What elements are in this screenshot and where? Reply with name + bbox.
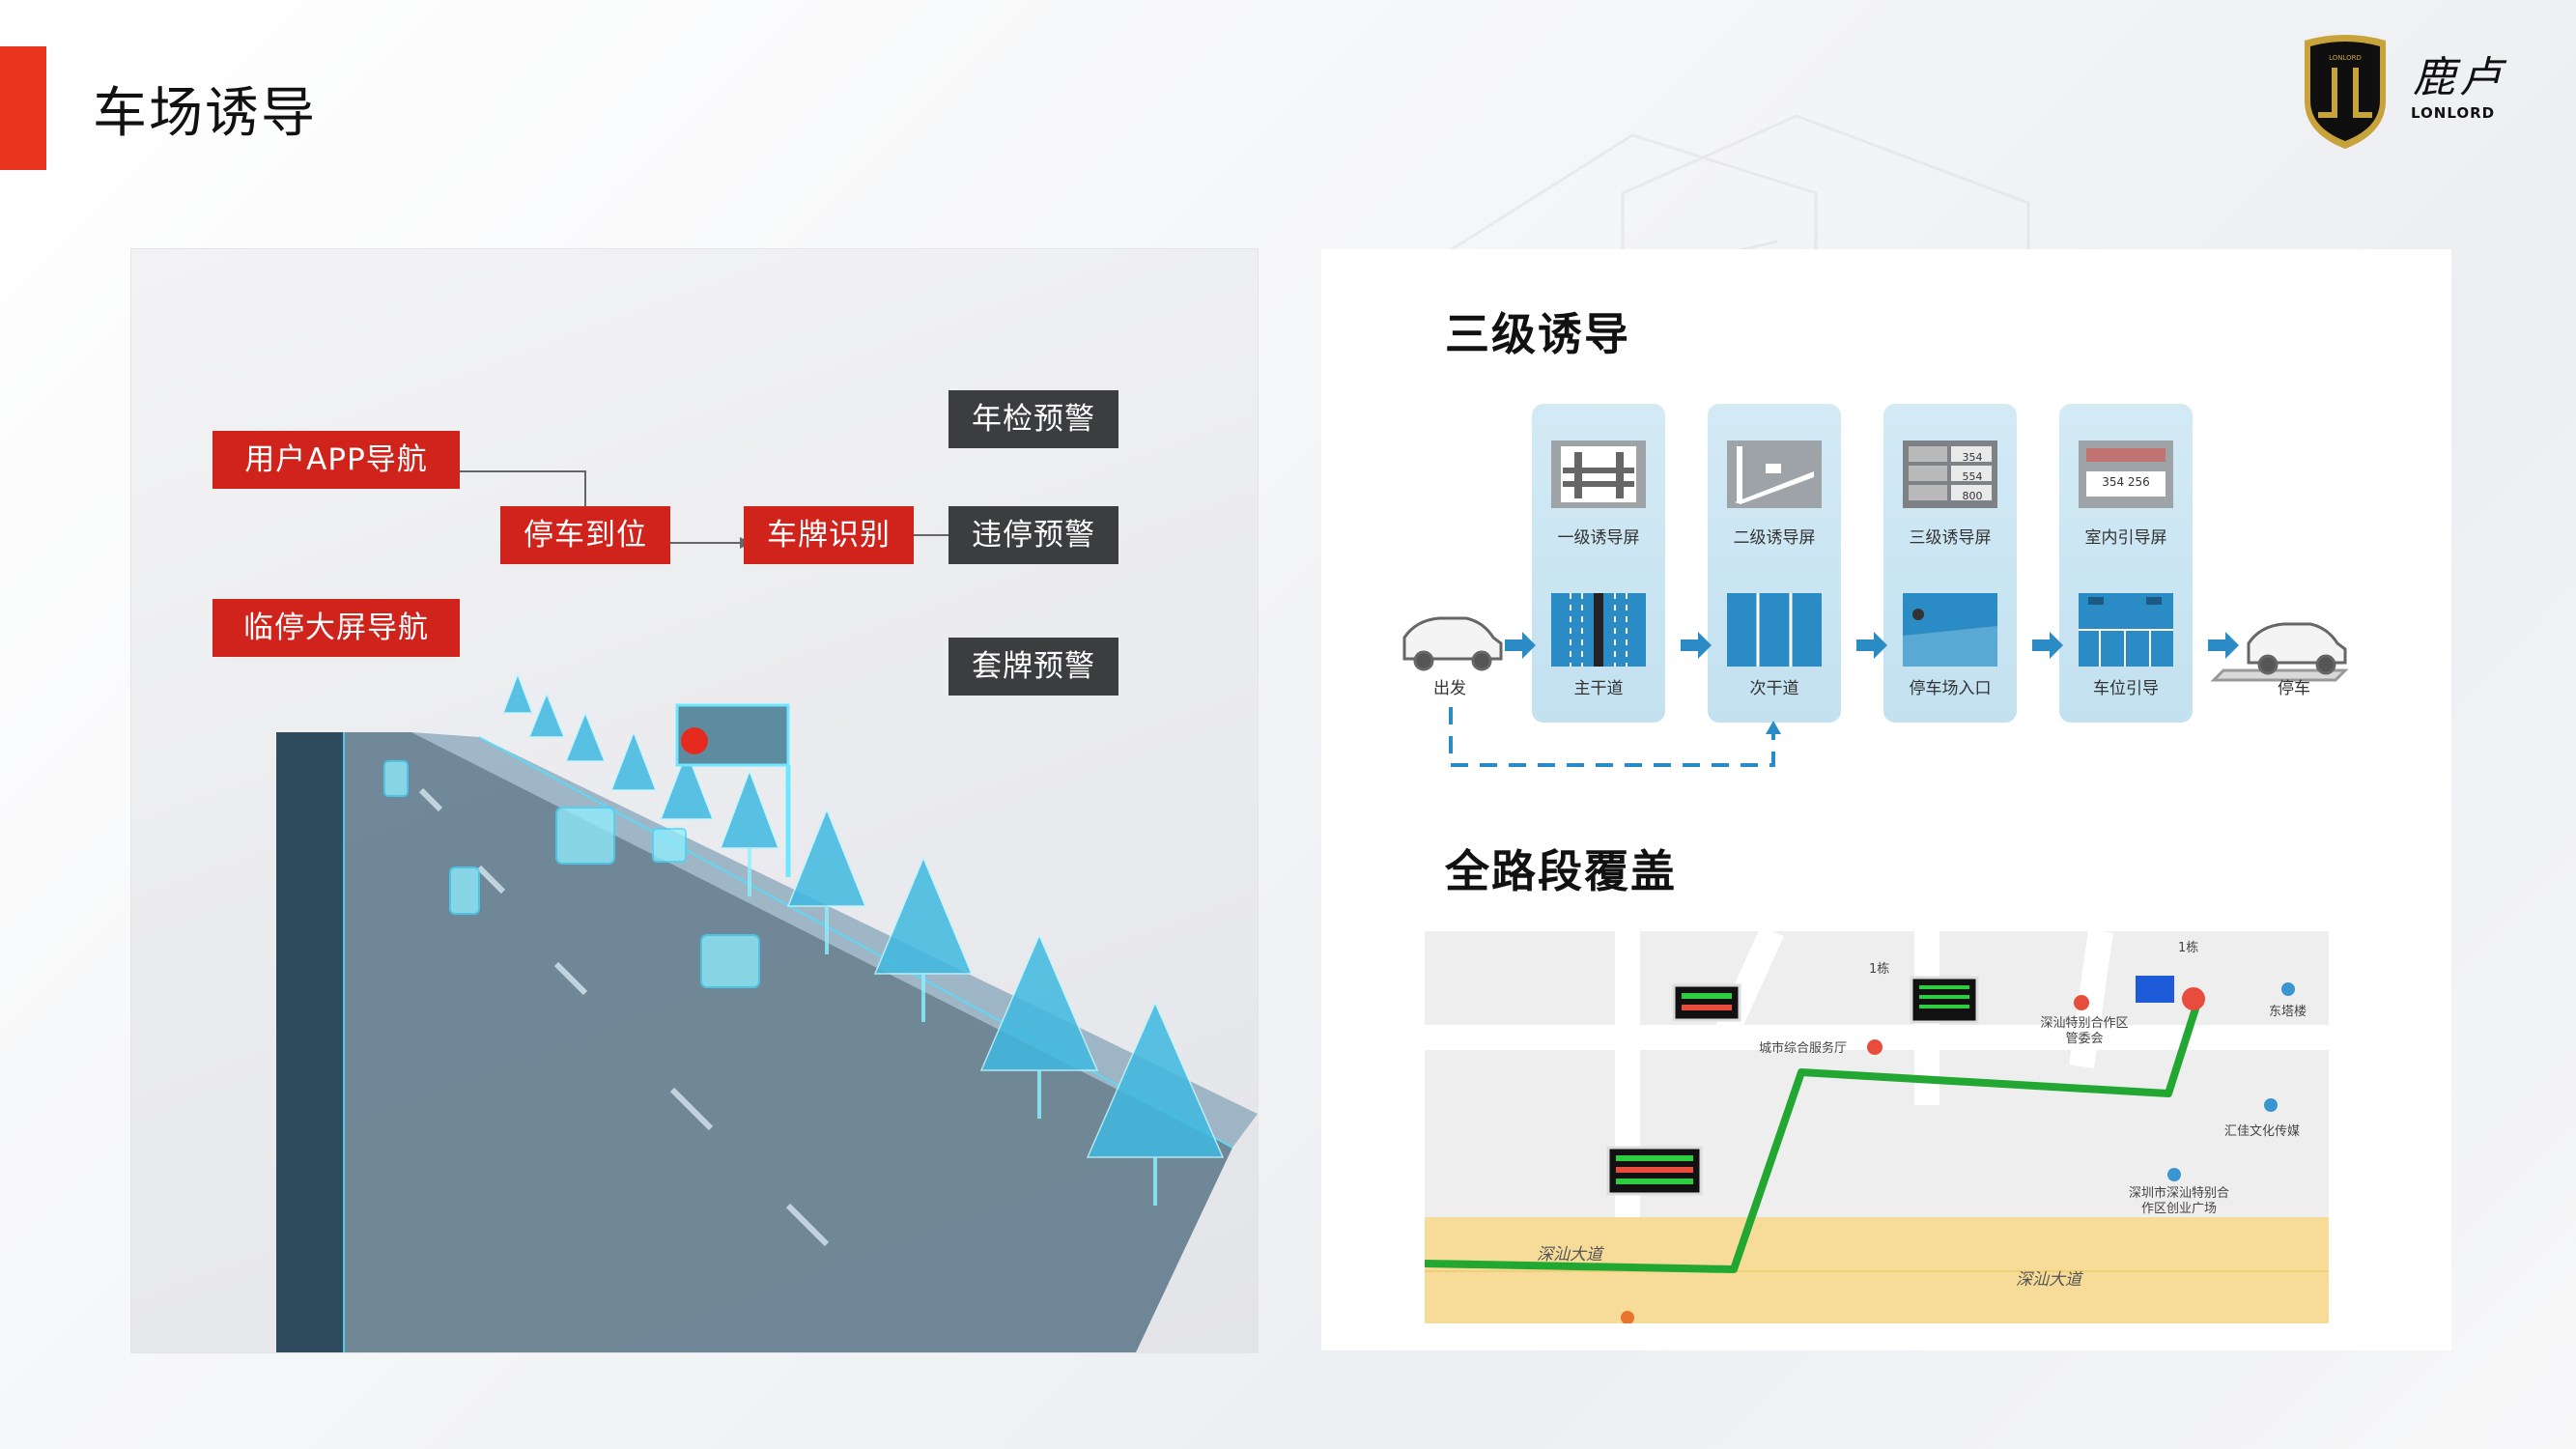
page-title: 车场诱导 [93,82,317,145]
level1-screen-label: 一级诱导屏 [1557,528,1640,548]
map-led-sign-3 [1606,1146,1703,1196]
full-coverage-title: 全路段覆盖 [1445,845,1677,897]
space-guidance-icon [2079,593,2173,667]
logo-badge-text: LONLORD [2329,54,2362,62]
poi-building-1: 1栋 [1869,962,1890,977]
logo-en-text: LONLORD [2411,104,2496,122]
guidance-info-panel: 三级诱导 [1321,249,2451,1350]
coverage-map: 城市综合服务厅 深汕特别合作区管委会 东塔楼 汇佳文化传媒 深圳市深汕特别合作区… [1425,931,2329,1323]
indoor-screen-values: 354 256 [2102,475,2150,489]
illegal-parking-warning-tag: 违停预警 [948,506,1118,564]
secondary-road-label: 次干道 [1749,679,1799,698]
three-level-guidance-title: 三级诱导 [1445,308,1630,360]
map-led-sign-1 [1672,983,1741,1022]
user-app-nav-tag: 用户APP导航 [212,431,460,489]
poi-committee: 深汕特别合作区管委会 [2040,1016,2129,1046]
indoor-screen-icon [2079,440,2173,508]
level2-screen-icon [1727,440,1822,508]
logo-cn-text: 鹿卢 [2413,53,2505,102]
poi-culture-media: 汇佳文化传媒 [2224,1124,2301,1139]
map-led-sign-2 [1910,976,1979,1024]
level3-screen-icon [1903,440,1997,508]
parking-entrance-label: 停车场入口 [1909,679,1992,698]
main-road-label: 主干道 [1573,679,1624,698]
start-car-icon [1402,616,1503,671]
level3-screen-values: 354 554 800 [1962,451,1983,502]
map-canvas [1425,931,2329,1323]
indoor-screen-label: 室内引导屏 [2084,528,2167,548]
poi-building-1b: 1栋 [2178,941,2199,955]
road-name-right: 深汕大道 [2016,1270,2081,1290]
fake-plate-warning-tag: 套牌预警 [948,638,1118,696]
three-level-flow-diagram [1402,440,2349,767]
flow-arrows [1505,632,2239,659]
level1-screen-icon [1551,440,1646,508]
title-accent-bar [0,46,46,170]
parking-in-place-tag: 停车到位 [500,506,670,564]
end-car-icon [2210,622,2349,682]
company-logo: LONLORD 鹿卢 LONLORD [2297,33,2519,158]
space-guidance-label: 车位引导 [2093,679,2159,698]
smart-road-illustration-panel: 用户APP导航 停车到位 车牌识别 临停大屏导航 年检预警 违停预警 套牌预警 [131,249,1258,1352]
temp-screen-nav-tag: 临停大屏导航 [212,599,460,657]
main-road-icon [1551,593,1646,667]
poi-east-building: 东塔楼 [2269,1005,2307,1019]
level3-screen-label: 三级诱导屏 [1909,528,1992,548]
inspection-warning-tag: 年检预警 [948,390,1118,448]
shield-logo-icon: LONLORD [2305,35,2386,149]
level2-screen-label: 二级诱导屏 [1733,528,1816,548]
plate-recognition-tag: 车牌识别 [744,506,914,564]
secondary-road-icon [1727,593,1822,667]
parking-entrance-icon [1903,593,1997,667]
end-label: 停车 [2278,679,2310,698]
poi-startup-plaza: 深圳市深汕特别合作区创业广场 [2128,1186,2229,1216]
start-label: 出发 [1433,679,1466,698]
road-3d-illustration [276,470,1258,1352]
poi-service-hall: 城市综合服务厅 [1759,1041,1848,1056]
road-name-left: 深汕大道 [1537,1245,1602,1264]
